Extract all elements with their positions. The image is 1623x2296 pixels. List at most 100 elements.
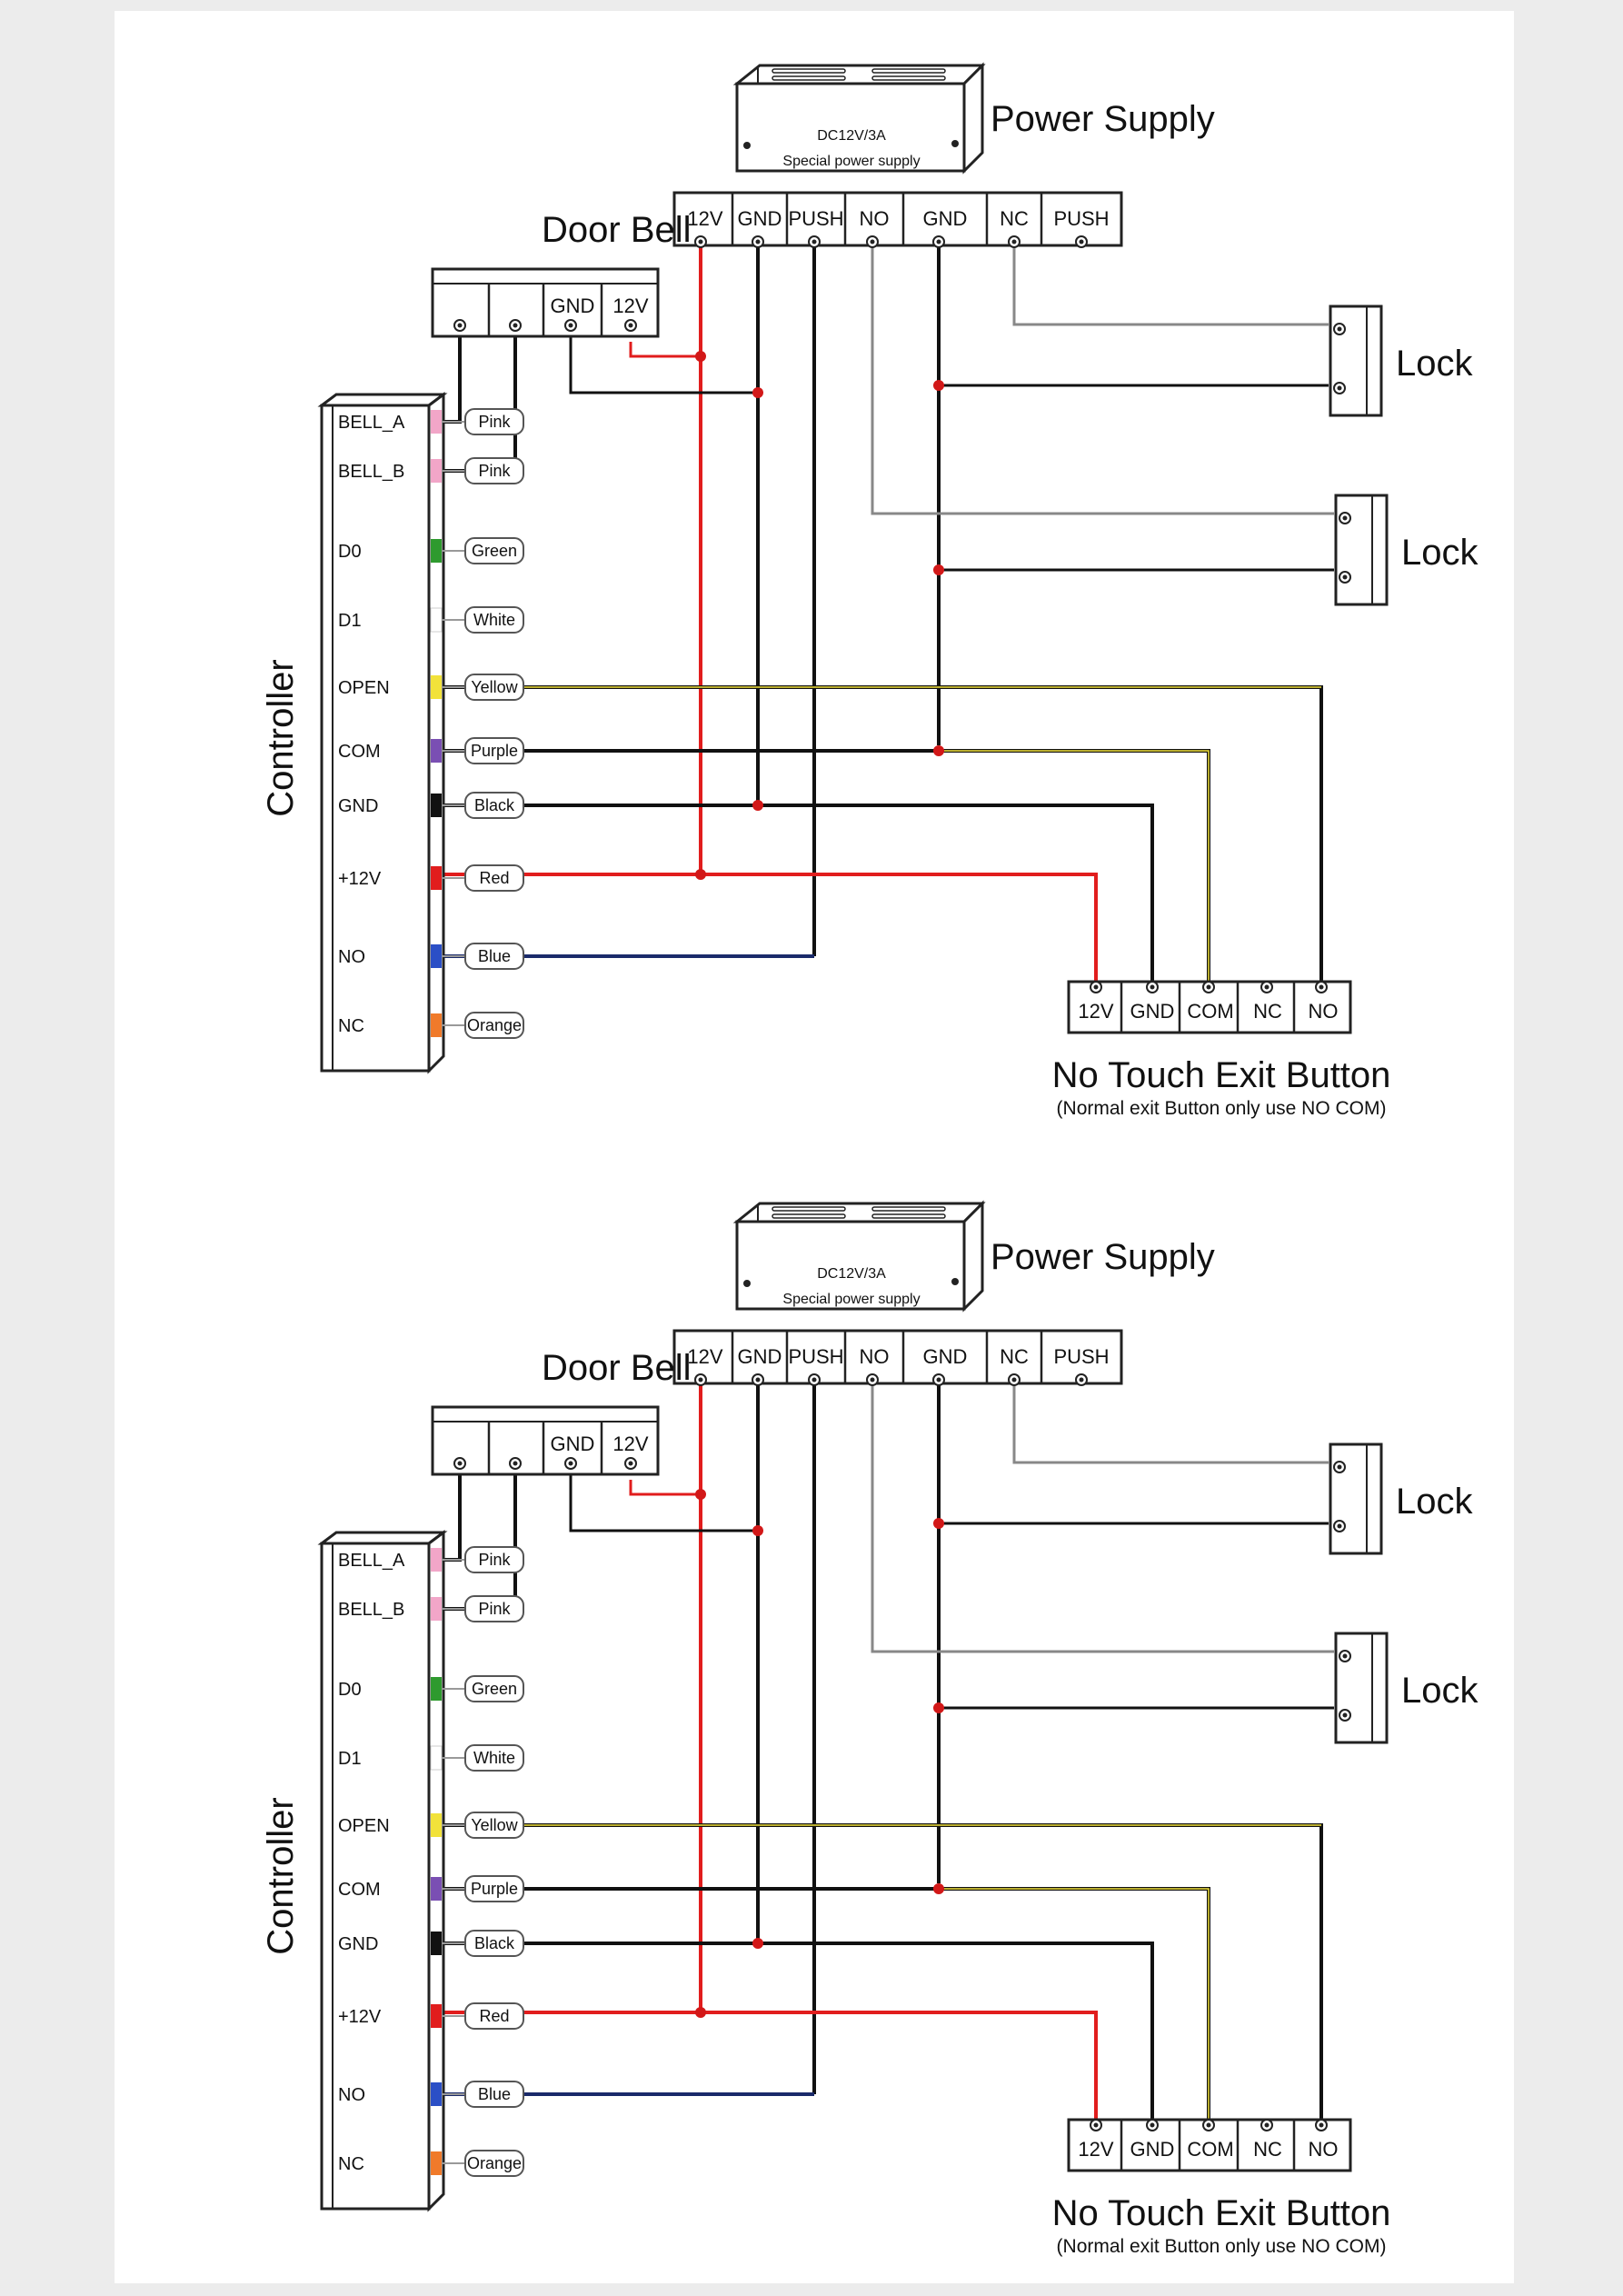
wire-color-name: Pink [478,413,511,431]
screw-terminal-icon [932,235,945,248]
wire-color-stub [431,539,442,563]
door-bell-12v-label: 12V [612,294,648,317]
lock-label: Lock [1396,344,1473,384]
wire-color-tag: Purple [464,737,524,764]
psu-terminal-strip [672,1329,1123,1385]
exit-button-title: No Touch Exit Button [1052,2193,1391,2233]
screw-slot [568,323,573,328]
door-bell-title: Door Bell [542,210,692,250]
screw-terminal-icon [1008,1373,1021,1386]
psu-vent [772,75,846,81]
psu-terminal-label: NC [1000,207,1029,230]
wire-color-name: Black [474,1934,515,1952]
lock-icon [1334,494,1389,606]
lock-body [1334,1632,1389,1744]
screw-terminal-icon [752,1373,764,1386]
screw-terminal-icon [932,1373,945,1386]
psu-terminal-label: PUSH [788,1345,843,1368]
tag-outline [464,1812,524,1839]
tag-outline [464,737,524,764]
wire-color-tag: Red [464,864,524,892]
psu-terminal-label: NO [860,1345,890,1368]
wire-color-stub [431,944,442,968]
screw-slot [513,1461,518,1466]
wire-color-tag: White [464,1744,524,1772]
tag-outline [464,792,524,819]
controller-pin-label: BELL_A [338,1551,405,1571]
exit-terminal-label: NO [1309,1000,1339,1023]
psu-subtitle: Special power supply [782,1292,920,1307]
screw-terminal-icon [808,1373,821,1386]
wire-color-name: White [473,611,515,629]
wire-bell-gnd [569,1453,758,1532]
wire-open [414,685,1323,983]
wire-color-name: Yellow [471,678,518,696]
psu-vent [871,1206,946,1212]
wire-color-stub [431,1932,442,1955]
screw-slot [457,323,463,328]
psu-vent [871,1213,946,1219]
screw-slot [1319,984,1324,990]
wire-color-tag: Yellow [464,674,524,701]
screw-slot [1264,2122,1270,2128]
controller-pin-label: D0 [338,542,362,562]
controller-pin-label: NC [338,2154,364,2174]
tag-outline [464,1546,524,1573]
psu-terminal-label: PUSH [788,207,843,230]
junction-node [695,2007,706,2018]
wire-color-stub [431,794,442,817]
screw-slot [936,1377,941,1383]
tag-outline [464,537,524,564]
screw-slot [1206,2122,1211,2128]
wire-color-name: Red [479,869,509,887]
wire-bell-12v [629,1480,701,1496]
wire-color-stub [431,410,442,434]
wire-color-tag: Red [464,2002,524,2030]
screw-slot [1093,984,1099,990]
wire-color-stub [431,1548,442,1572]
junction-node [933,1518,944,1529]
wire-color-tag: Pink [464,1546,524,1573]
wire-color-stub [431,866,442,890]
exit-terminal-label: 12V [1078,2138,1113,2161]
psu-terminal-label: NC [1000,1345,1029,1368]
controller-pin-label: NO [338,2085,365,2105]
screw-terminal-icon [1339,1709,1351,1722]
junction-node [933,1702,944,1713]
screw-terminal-icon [1315,981,1328,993]
wire-no-lock2 [871,1380,1334,1653]
screw-terminal-icon [1008,235,1021,248]
screw-slot [1342,1653,1348,1659]
wire-no-lock2 [871,242,1334,515]
psu-terminal-label: GND [923,207,968,230]
controller-title: Controller [261,1797,301,1954]
screw-terminal-icon [453,1457,466,1470]
lock-label: Lock [1396,1482,1473,1522]
screw-slot [698,1377,703,1383]
door-bell-box [431,267,660,338]
psu-rating: DC12V/3A [817,1266,886,1282]
screw-slot [1337,326,1342,332]
junction-node [933,1883,944,1894]
wire-color-stub [431,675,442,699]
screw-terminal-icon [624,319,637,332]
wire-color-name: Blue [478,947,511,965]
wire-color-name: Purple [471,1880,518,1898]
screw-slot [1150,2122,1155,2128]
screw-terminal-icon [1339,1650,1351,1662]
exit-button-note: (Normal exit Button only use NO COM) [1057,1098,1387,1119]
wire-gnd [414,804,1154,983]
wire-color-name: Red [479,2007,509,2025]
controller-front [320,404,431,1073]
screw-slot [1319,2122,1324,2128]
psu-side [962,62,984,175]
junction-node [752,1938,763,1949]
door-bell-gnd-label: GND [551,294,595,317]
screw-slot [1011,239,1017,245]
screw-terminal-icon [1333,1520,1346,1532]
screw-terminal-icon [1333,323,1346,335]
wire-color-name: Pink [478,1600,511,1618]
controller-pin-label: BELL_B [338,1600,404,1620]
wire-com-stripe [939,750,1210,983]
screw-slot [1079,1377,1084,1383]
